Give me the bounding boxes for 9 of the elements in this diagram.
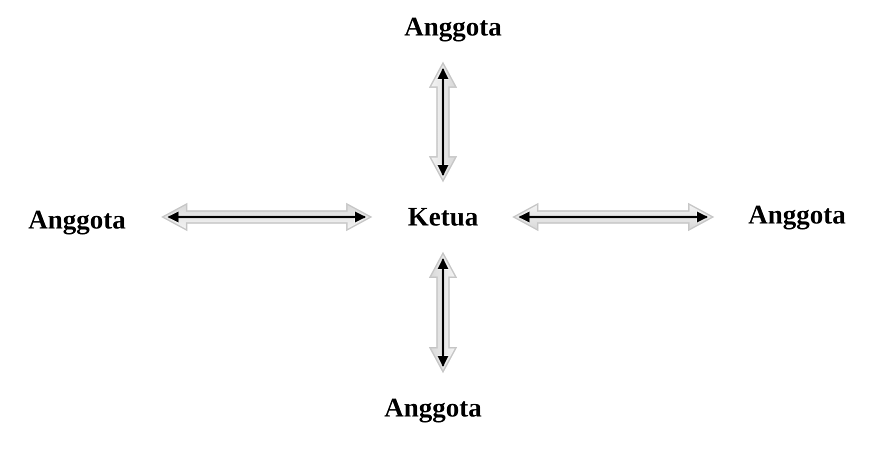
role-label: Anggota <box>24 202 130 238</box>
double-arrow <box>428 252 458 374</box>
double-arrow <box>512 202 714 232</box>
role-label: Anggota <box>380 390 486 426</box>
role-label: Anggota <box>400 10 506 44</box>
role-label: Anggota <box>744 198 850 232</box>
double-arrow <box>428 62 458 182</box>
role-label: Ketua <box>404 200 482 234</box>
double-arrow <box>161 202 372 232</box>
